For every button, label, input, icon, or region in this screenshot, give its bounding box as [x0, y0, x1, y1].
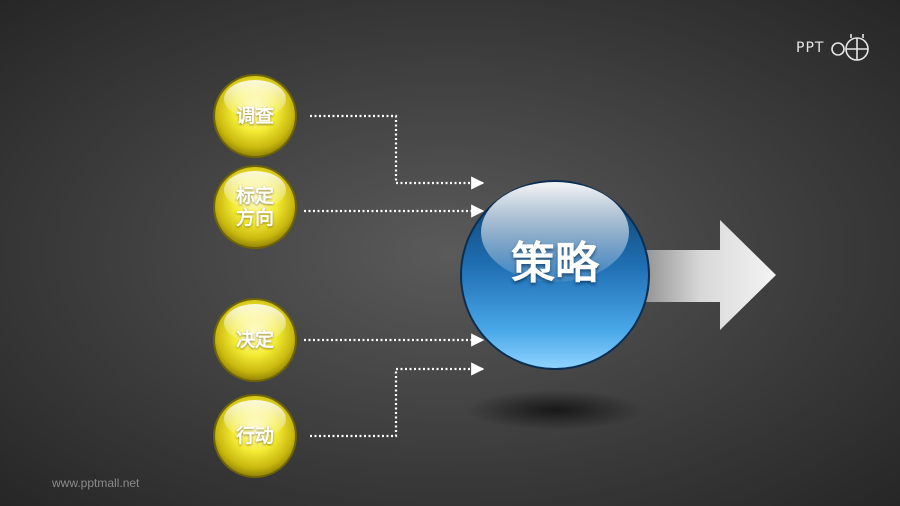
center-label: 策略	[511, 238, 599, 289]
logo-icon	[831, 34, 869, 61]
connector-4	[310, 362, 485, 438]
output-arrow	[640, 220, 776, 330]
input-label-2: 标定 方向	[235, 185, 274, 229]
input-label-1: 调查	[235, 105, 274, 127]
input-ball-2	[213, 165, 297, 249]
input-ball-1	[213, 74, 297, 158]
watermark: www.pptmall.net	[52, 476, 140, 490]
logo-text: PPT	[796, 40, 825, 56]
input-label-4: 行动	[235, 425, 274, 447]
input-ball-3	[213, 298, 297, 382]
center-ball	[460, 180, 650, 370]
input-label-3: 决定	[235, 329, 274, 351]
center-ball-shadow	[467, 390, 643, 430]
input-ball-4	[213, 394, 297, 478]
connector-1	[310, 114, 485, 190]
